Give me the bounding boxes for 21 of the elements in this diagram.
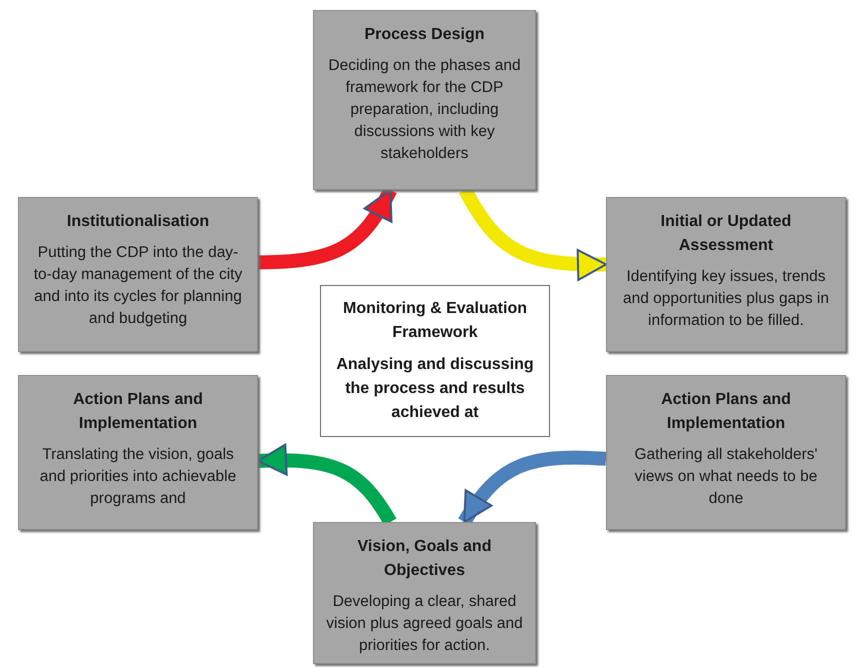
box-description: Putting the CDP into the day-to-day management of the city and into its cycles for planning and budgeting [32, 243, 244, 329]
box-heading: Process Design [364, 25, 485, 45]
stage-box [18, 375, 258, 530]
box-description: Translating the vision, goals and priorities into achievable programs and [38, 445, 238, 509]
stage-box [313, 10, 536, 190]
stage-box [313, 522, 536, 664]
box-description: Analysing and discussing the process and results achieved at [335, 355, 535, 423]
box-heading: Vision, Goals and Objectives [356, 537, 492, 581]
box-heading: Action Plans and Implementation [660, 390, 792, 434]
box-heading: Initial or Updated Assessment [660, 212, 792, 256]
box-description: Deciding on the phases and framework for the CDP preparation, including discussions with key stakeholders [327, 56, 522, 164]
stage-box [606, 197, 846, 352]
box-heading: Action Plans and Implementation [72, 390, 204, 434]
box-description: Identifying key issues, trends and opportunities plus gaps in information to be filled. [622, 267, 830, 331]
center-box [320, 285, 550, 437]
box-description: Gathering all stakeholders' views on what needs to be done [633, 445, 819, 509]
stage-box [606, 375, 846, 530]
box-heading: Institutionalisation [66, 212, 210, 232]
box-description: Developing a clear, shared vision plus agreed goals and priorities for action. [325, 592, 524, 656]
stage-box [18, 197, 258, 352]
box-heading: Monitoring & Evaluation Framework [342, 299, 528, 343]
